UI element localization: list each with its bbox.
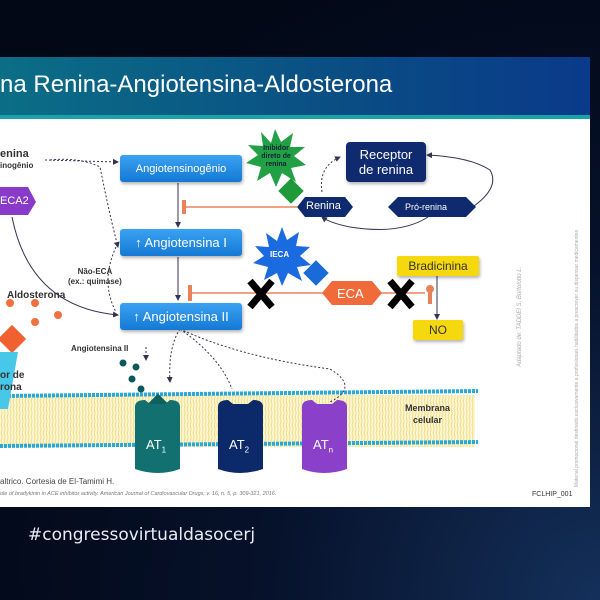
receptor-renina-line1: Receptor: [359, 147, 413, 162]
reference-text: ole of bradykinin in ACE inhibitor activ…: [0, 491, 277, 497]
at2-text: AT: [229, 437, 245, 452]
angiotensina-2-small-label: Angiotensina II: [71, 344, 129, 353]
renina-left-label: enina: [0, 148, 29, 160]
slide: na Renina-Angiotensina-Aldosterona: [0, 57, 590, 507]
receptor-aldo-line2: rona: [0, 382, 22, 393]
inibidor-line2: direto de: [261, 153, 291, 160]
atn-text: AT: [313, 437, 329, 452]
receptor-renina-line2: de renina: [358, 162, 414, 177]
membrana-label: Membrana celular: [405, 402, 450, 426]
slide-title: na Renina-Angiotensina-Aldosterona: [0, 71, 393, 98]
receptor-aldo-line1: or de: [0, 370, 25, 381]
angiotensinogenio-left-label: inogênio: [0, 161, 34, 170]
inibidor-label: Inibidor direto de renina: [260, 145, 292, 169]
receptor-renina-box: Receptor de renina: [346, 142, 426, 182]
adapted-from-text: Adaptado de: TADDEI S, Bortolotto L.: [517, 266, 523, 367]
angiotensina-1-box: ↑ Angiotensina I: [120, 229, 242, 256]
diagram-graphics: [0, 129, 494, 473]
at1-receptor-label: AT1: [146, 437, 166, 455]
disclaimer-text: Material promocional destinado exclusiva…: [574, 229, 580, 487]
angiotensina-2-box: ↑ Angiotensina II: [120, 303, 242, 330]
eca-label: ECA: [337, 286, 364, 301]
membrana-line2: celular: [412, 415, 443, 425]
inibidor-line1: Inibidor: [263, 145, 289, 152]
at2-receptor-label: AT2: [229, 437, 249, 455]
atn-sub: n: [328, 445, 334, 455]
direct-renin-inhibitor-star: [246, 129, 306, 187]
nao-eca-label: Não-ECA (ex.: quimase): [68, 267, 122, 287]
angiotensinogenio-box: Angiotensinogênio: [120, 155, 242, 182]
renina-label: Renina: [306, 200, 341, 212]
nao-eca-line1: Não-ECA: [77, 267, 113, 276]
bradicinina-box: Bradicinina: [397, 256, 479, 276]
at1-text: AT: [146, 437, 162, 452]
no-box: NO: [413, 320, 463, 340]
pro-renina-label: Pró-renina: [405, 202, 448, 212]
nao-eca-line2: (ex.: quimase): [68, 277, 122, 286]
slide-code: FCLHIP_001: [532, 491, 573, 498]
block-x-icon: [387, 278, 415, 310]
membrana-line1: Membrana: [405, 403, 451, 413]
eca2-label: ECA2: [0, 195, 29, 207]
at1-sub: 1: [161, 445, 167, 455]
ieca-star: [253, 227, 311, 286]
title-bar: na Renina-Angiotensina-Aldosterona: [0, 57, 590, 119]
block-x-icon: [247, 278, 275, 310]
receptor-aldosterona-label: or de rona: [0, 370, 24, 394]
ieca-label: IECA: [270, 250, 290, 259]
credit-text: altrico. Cortesia de El-Tamimi H.: [0, 477, 115, 486]
inibidor-line3: renina: [265, 161, 287, 168]
atn-receptor-label: ATn: [313, 437, 333, 455]
hashtag-text: #congressovirtualdasocerj: [28, 525, 256, 545]
at2-sub: 2: [244, 445, 250, 455]
aldosterona-label: Aldosterona: [7, 290, 66, 301]
